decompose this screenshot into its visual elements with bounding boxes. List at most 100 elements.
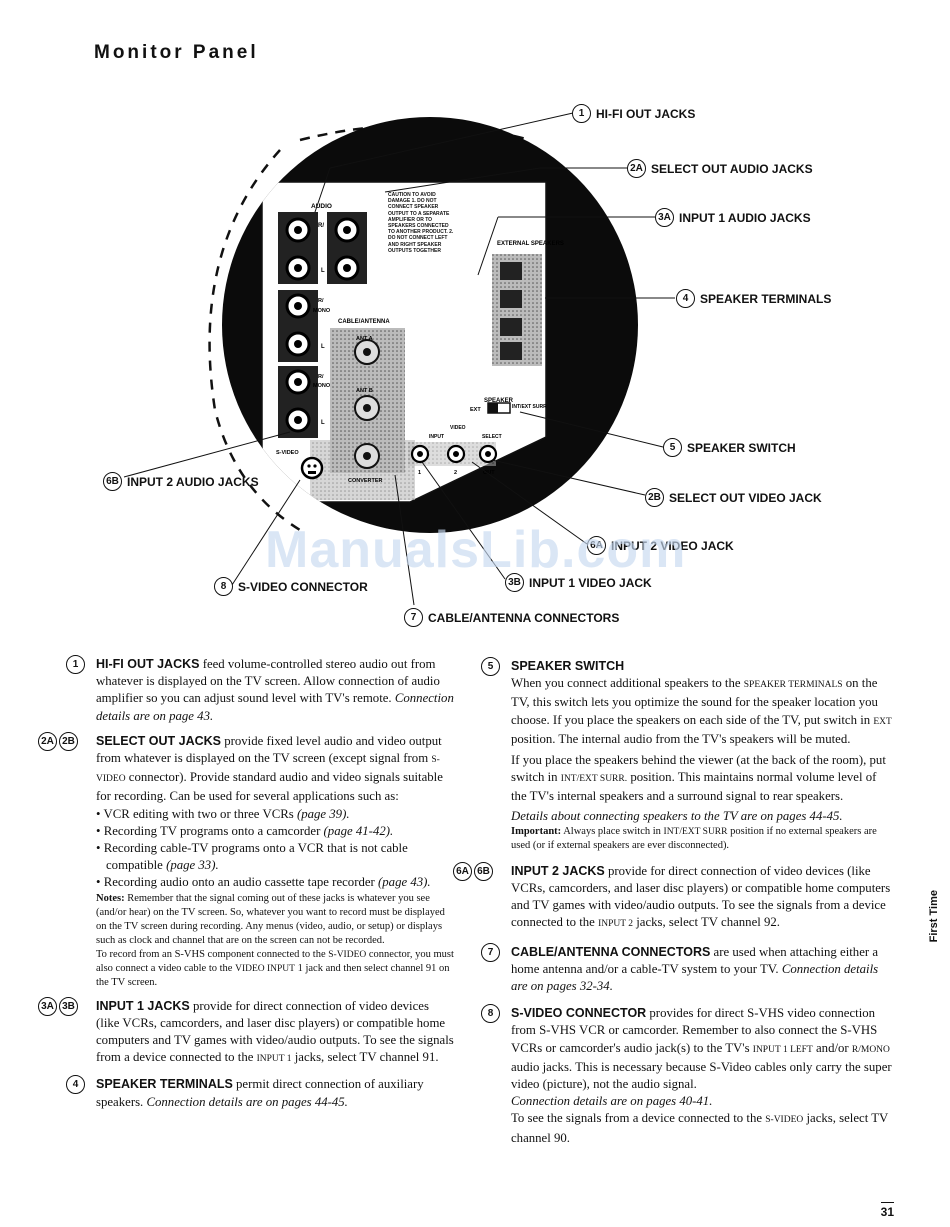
input1-audio-jacks (285, 293, 311, 357)
callout-speaker-terminals: 4 SPEAKER TERMINALS (676, 289, 831, 308)
callout-label: SPEAKER TERMINALS (700, 291, 832, 306)
section-speaker-terminals: 4 SPEAKER TERMINALS permit direct connec… (66, 1075, 454, 1110)
section-number: 4 (66, 1075, 85, 1095)
leader-lines (123, 112, 675, 606)
section-heading: SELECT OUT JACKS (96, 733, 222, 748)
callout-label: S-VIDEO CONNECTOR (238, 579, 368, 594)
list-item: Recording audio onto an audio cassette t… (96, 874, 454, 891)
panel-label-audio: AUDIO (311, 203, 332, 210)
section-heading: HI-FI OUT JACKS (96, 657, 200, 671)
small-caps-term: S-VIDEO (96, 755, 440, 785)
section-body: permit direct connection of auxiliary sp… (96, 1077, 424, 1109)
section-heading: SPEAKER SWITCH (511, 659, 625, 673)
list-item: Recording cable-TV programs onto a VCR t… (96, 840, 454, 874)
section-number: 8 (481, 1004, 500, 1024)
notes: Notes: Remember that the signal coming o… (96, 892, 454, 988)
callout-number: 6A (587, 536, 606, 555)
notes-text: Remember that the signal coming out of t… (96, 892, 445, 946)
callout-svideo: 8 S-VIDEO CONNECTOR (214, 577, 368, 596)
cable-antenna-label: CABLE/ANTENNA (338, 319, 390, 325)
input-one-label: 1 (418, 470, 421, 476)
left-column: 1 HI-FI OUT JACKS feed volume-controlled… (38, 655, 454, 1119)
mono-label: MONO (313, 308, 331, 314)
section-cable-antenna: 7 CABLE/ANTENNA CONNECTORS are used when… (481, 942, 893, 996)
ant-a-label: ANT A (356, 336, 373, 342)
int-ext-surr-label: INT/EXT SURR (512, 404, 547, 410)
section-number: 2B (59, 731, 78, 751)
converter-label: CONVERTER (348, 478, 383, 484)
section-svideo: 8 S-VIDEO CONNECTOR provides for direct … (481, 1004, 893, 1147)
external-label: EXTERNAL SPEAKERS (497, 241, 564, 247)
callout-number: 4 (676, 289, 695, 308)
callout-select-out-audio: 2A SELECT OUT AUDIO JACKS (627, 159, 813, 178)
callout-label: SPEAKER SWITCH (687, 440, 796, 455)
section-body: feed volume-controlled stereo audio out … (96, 657, 440, 706)
callout-cable-antenna: 7 CABLE/ANTENNA CONNECTORS (404, 608, 619, 627)
svideo-label: S-VIDEO (276, 450, 299, 456)
section-reference: Connection details are on pages 44-45. (146, 1094, 348, 1109)
section-reference: Connection details are on pages 32-34. (511, 961, 879, 994)
list-item: Recording TV programs onto a camcorder (… (96, 823, 454, 840)
callout-select-out-video: 2B SELECT OUT VIDEO JACK (645, 488, 822, 507)
callout-number: 3A (655, 208, 674, 227)
callout-number: 3B (505, 573, 524, 592)
callout-label: INPUT 1 VIDEO JACK (529, 575, 652, 590)
input-two-label: 2 (454, 470, 457, 476)
monitor-panel-diagram: AUDIO R/ L CAUTION TO AVOID DAMAGE 1. DO… (123, 112, 675, 606)
callout-number: 8 (214, 577, 233, 596)
callout-label: SELECT OUT VIDEO JACK (669, 490, 822, 505)
callout-label: INPUT 2 AUDIO JACKS (127, 474, 259, 489)
section-number: 2A (38, 731, 57, 751)
section-number: 6B (474, 861, 493, 881)
select-label: SELECT (482, 434, 502, 440)
right-column: 5 SPEAKER SWITCH When you connect additi… (453, 657, 893, 1155)
l-label: L (321, 344, 325, 350)
callout-number: 2A (627, 159, 646, 178)
svideo-connector (300, 456, 324, 480)
r-mono-label: R/ (318, 298, 324, 304)
video-label: VIDEO (450, 425, 466, 431)
ext-label: EXT (470, 407, 481, 413)
input2-audio-jacks (285, 369, 311, 433)
section-body: provide for direct connection of video d… (96, 998, 454, 1065)
section-number: 3B (59, 996, 78, 1016)
cable-antenna-connectors (354, 339, 380, 469)
side-tab: First Time (928, 890, 940, 943)
mono-label: MONO (313, 383, 331, 389)
section-heading: SPEAKER TERMINALS (96, 1077, 233, 1092)
section-number: 3A (38, 996, 57, 1016)
video-input-jacks (410, 444, 466, 464)
callout-label: CABLE/ANTENNA CONNECTORS (428, 610, 620, 625)
input-label: INPUT (429, 434, 444, 440)
out-label: OUT (483, 470, 495, 476)
section-number: 6A (453, 861, 472, 881)
section-number: 5 (481, 657, 500, 676)
notes-label: Notes: (96, 892, 125, 904)
l-label: L (321, 420, 325, 426)
r-label: R/ (318, 223, 324, 229)
section-heading: INPUT 1 JACKS (96, 998, 190, 1013)
section-number: 7 (481, 942, 500, 962)
section-reference: Details about connecting speakers to the… (511, 808, 843, 823)
speaker-terminals (500, 262, 522, 360)
callout-number: 1 (572, 104, 591, 123)
callout-label: HI-FI OUT JACKS (596, 106, 696, 121)
section-reference: Connection details are on pages 40-41. (511, 1094, 713, 1109)
section-body: connector). Provide standard audio and v… (96, 770, 443, 804)
application-list: VCR editing with two or three VCRs (page… (96, 806, 454, 892)
callout-label: SELECT OUT AUDIO JACKS (651, 161, 813, 176)
hifi-out-jacks (285, 217, 311, 281)
callout-number: 2B (645, 488, 664, 507)
section-heading: CABLE/ANTENNA CONNECTORS (511, 944, 711, 959)
speaker-label: SPEAKER (484, 398, 514, 404)
callout-label: INPUT 2 VIDEO JACK (611, 538, 734, 553)
page-number: 31 (880, 1202, 894, 1219)
ant-b-label: ANT B (356, 388, 373, 394)
important-label: Important: (511, 825, 562, 837)
callout-number: 7 (404, 608, 423, 627)
callout-hifi-out: 1 HI-FI OUT JACKS (572, 104, 695, 123)
